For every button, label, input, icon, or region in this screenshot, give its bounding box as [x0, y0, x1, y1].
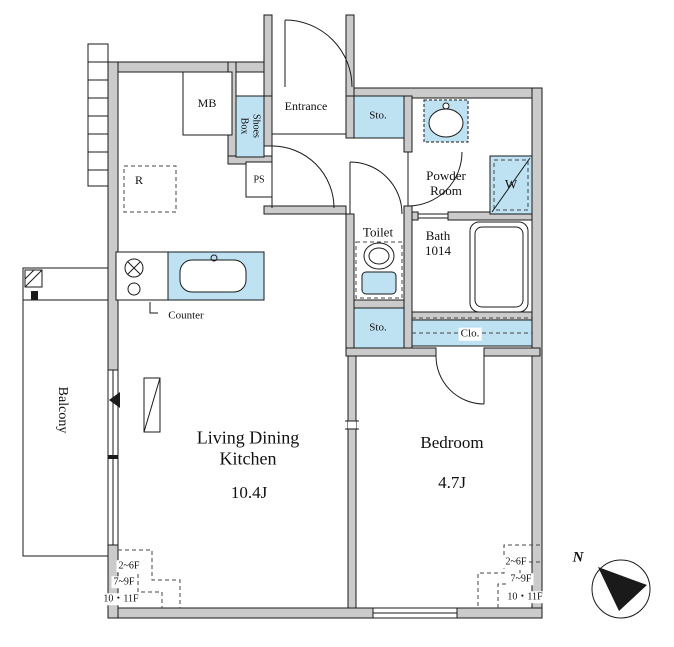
powder-door-arc — [407, 151, 463, 207]
label-bedroom: Bedroom — [420, 433, 484, 453]
label-ldk-line2: Kitchen — [219, 448, 277, 468]
shoes-box — [235, 95, 265, 158]
label-bath: Bath 1014 — [425, 228, 451, 259]
balcony-door-marker — [109, 392, 120, 408]
ldk-panel — [143, 377, 161, 433]
compass — [591, 559, 651, 619]
label-toilet: Toilet — [362, 224, 394, 240]
balcony-outline — [22, 267, 109, 557]
toilet-fixture — [355, 241, 403, 299]
label-powder-room-line1: Powder — [426, 168, 466, 184]
label-mb: MB — [197, 96, 217, 111]
label-entrance: Entrance — [284, 99, 328, 114]
exterior-stair-strip — [87, 43, 109, 187]
compass-needle-icon — [598, 567, 647, 611]
label-powder-room: Powder Room — [426, 168, 466, 199]
label-floors-left-1: 7~9F — [111, 576, 137, 588]
label-ps: PS — [253, 174, 265, 186]
bath-door — [418, 213, 448, 219]
label-closet: Clo. — [458, 327, 482, 341]
label-ldk-size: 10.4J — [230, 483, 268, 503]
mb-box — [182, 71, 233, 136]
label-sto-mid: Sto. — [369, 321, 387, 334]
label-ldk-line1: Living Dining — [196, 427, 300, 448]
label-bath-line2: 1014 — [425, 243, 451, 258]
label-bedroom-size: 4.7J — [438, 473, 466, 493]
label-floors-right-2: 10・11F — [505, 591, 545, 603]
powder-sink — [423, 99, 469, 143]
label-powder-room-line2: Room — [430, 183, 462, 198]
storage-mid-box — [353, 307, 405, 349]
label-north: N — [572, 549, 584, 566]
wall-joint-tick — [345, 420, 359, 430]
label-shoes-box: Shoes Box — [239, 114, 262, 138]
entrance-door-arc — [284, 19, 353, 88]
label-balcony: Balcony — [55, 386, 71, 434]
label-fridge: R — [134, 173, 144, 188]
toilet-door-arc — [349, 161, 403, 215]
refrigerator-space — [123, 165, 177, 213]
label-counter: Counter — [168, 309, 204, 322]
window-bottom — [372, 607, 458, 619]
kitchen-counter — [115, 251, 265, 314]
label-floors-right-0: 2~6F — [503, 556, 529, 568]
hall-door-arc — [271, 145, 335, 209]
label-shoes-box-line2: Box — [239, 117, 250, 135]
label-washer: W — [504, 176, 518, 192]
stove-burners-icon — [124, 258, 144, 296]
label-floors-left-0: 2~6F — [116, 560, 142, 572]
label-sto-top: Sto. — [369, 109, 387, 122]
label-shoes-box-line1: Shoes — [250, 114, 262, 138]
label-floors-left-2: 10・11F — [101, 593, 141, 605]
bathtub — [469, 221, 529, 313]
storage-top-box — [353, 95, 405, 139]
floor-step-lines-left — [118, 549, 181, 608]
label-ldk: Living Dining Kitchen — [197, 427, 300, 468]
label-floors-right-1: 7~9F — [508, 573, 534, 585]
washing-machine — [489, 155, 533, 215]
bedroom-door-arc — [435, 355, 485, 405]
label-bath-line1: Bath — [425, 228, 451, 244]
